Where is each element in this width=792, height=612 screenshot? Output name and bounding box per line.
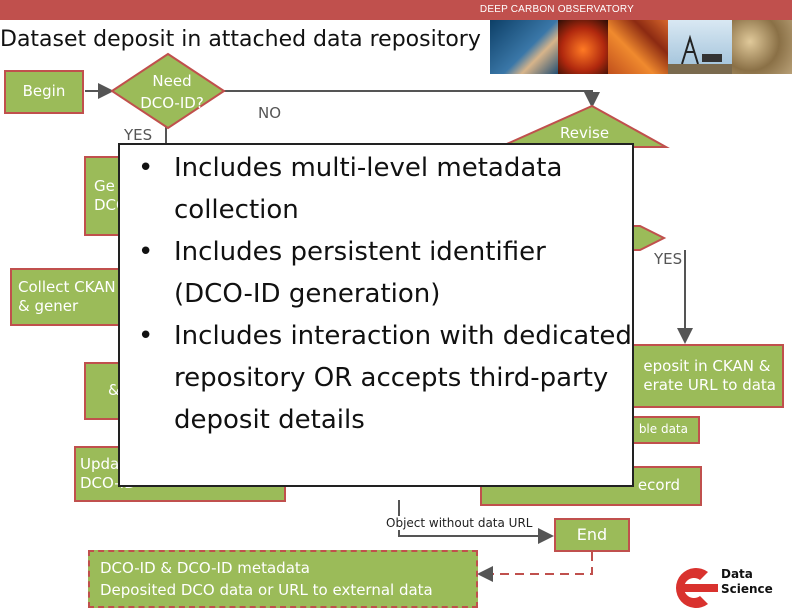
oil-rig-icon (668, 34, 732, 74)
object-without-url-connector (398, 500, 554, 544)
banner-photo-5 (732, 20, 792, 74)
no-branch-connector (224, 90, 600, 108)
features-callout: • Includes multi-level metadata collecti… (118, 143, 634, 487)
banner-photo-1 (490, 20, 558, 74)
need-dco-id-decision (110, 52, 226, 130)
logo-line-2: Science (721, 582, 773, 596)
data-science-logo-icon (676, 568, 718, 608)
page-title: Dataset deposit in attached data reposit… (0, 27, 481, 52)
callout-item-text: Includes multi-level metadata collection (174, 153, 563, 225)
callout-item: • Includes multi-level metadata collecti… (120, 147, 632, 231)
yes-label-right: YES (654, 250, 683, 268)
header-bar: DEEP CARBON OBSERVATORY (0, 0, 792, 20)
banner-label: DEEP CARBON OBSERVATORY (479, 4, 634, 15)
banner-photo-3 (608, 20, 668, 74)
bullet-icon: • (138, 321, 154, 351)
callout-item-text: Includes interaction with dedicated repo… (174, 321, 632, 435)
callout-item: • Includes interaction with dedicated re… (120, 315, 632, 441)
yes-label-left: YES (124, 126, 153, 144)
end-to-output-connector (477, 552, 593, 582)
object-without-url-label: Object without data URL (386, 516, 533, 530)
bullet-icon: • (138, 237, 154, 267)
no-label: NO (258, 104, 282, 122)
end-node: End (554, 518, 630, 552)
output-box: DCO-ID & DCO-ID metadata Deposited DCO d… (88, 550, 478, 608)
callout-item-text: Includes persistent identifier (DCO-ID g… (174, 237, 546, 309)
banner-photo-2 (558, 20, 608, 74)
revise-label: Revise (560, 124, 610, 142)
data-science-logo-text: Data Science (721, 567, 773, 597)
begin-node: Begin (4, 70, 84, 114)
logo-line-1: Data (721, 567, 753, 581)
bullet-icon: • (138, 153, 154, 183)
callout-item: • Includes persistent identifier (DCO-ID… (120, 231, 632, 315)
need-dco-id-label: Need DCO-ID? (140, 72, 204, 112)
